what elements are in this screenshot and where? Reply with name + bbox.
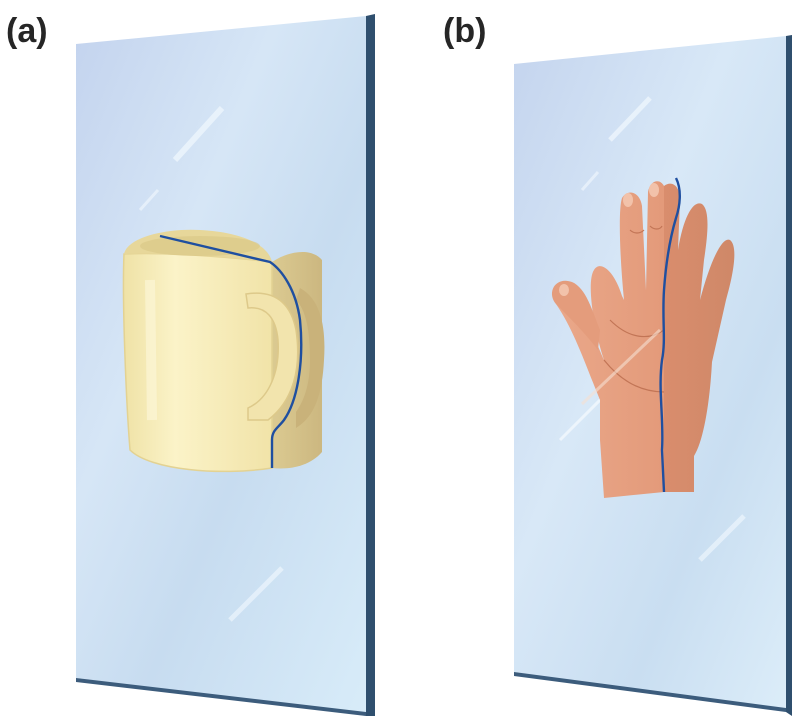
mug-drawing [123,230,324,472]
panel-label-a: (a) [6,14,48,48]
fingernail [559,284,569,296]
fingernail [623,193,633,207]
mirror-edge-a [366,14,375,716]
mug-highlight [150,280,152,420]
fingernail [649,183,659,197]
mirror-edge-b [786,35,792,716]
panel-label-b: (b) [443,14,486,48]
